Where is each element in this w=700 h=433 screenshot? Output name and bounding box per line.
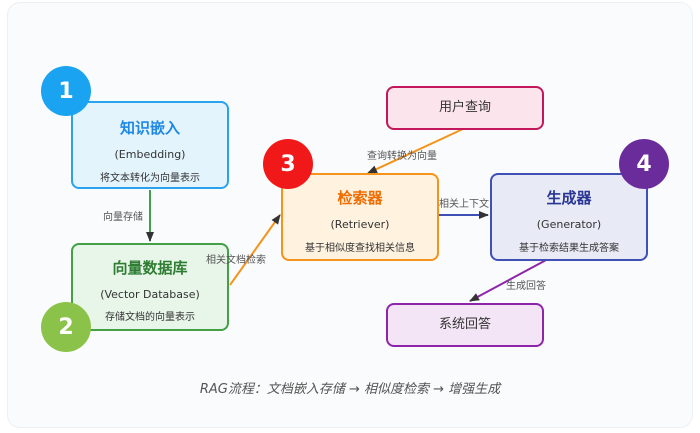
node-vector-database: 向量数据库 (Vector Database) 存储文档的向量表示 <box>71 243 229 331</box>
edge-query-to-retriever <box>367 128 464 174</box>
node-user-query: 用户查询 <box>386 86 544 130</box>
node-vectordb-subtitle: (Vector Database) <box>100 288 200 301</box>
badge-step-2: 2 <box>41 302 91 352</box>
edge-label-db-to-retriever: 相关文档检索 <box>206 255 266 266</box>
node-answer-title: 系统回答 <box>438 317 491 332</box>
node-system-answer: 系统回答 <box>386 303 544 347</box>
node-generator-title: 生成器 <box>546 189 592 207</box>
node-retriever-desc: 基于相似度查找相关信息 <box>305 243 415 254</box>
edge-generator-to-answer <box>469 258 549 302</box>
edges-layer <box>146 128 549 302</box>
node-generator-desc: 基于检索结果生成答案 <box>519 243 619 254</box>
node-retriever: 检索器 (Retriever) 基于相似度查找相关信息 <box>281 173 439 261</box>
badge-step-4: 4 <box>619 139 669 189</box>
node-generator: 生成器 (Generator) 基于检索结果生成答案 <box>490 173 648 261</box>
node-vectordb-title: 向量数据库 <box>112 259 188 277</box>
node-knowledge-desc: 将文本转化为向量表示 <box>100 173 200 184</box>
node-vectordb-desc: 存储文档的向量表示 <box>105 312 195 323</box>
badge-step-3: 3 <box>263 139 313 189</box>
node-knowledge-title: 知识嵌入 <box>119 119 180 137</box>
node-retriever-title: 检索器 <box>337 189 383 207</box>
node-retriever-subtitle: (Retriever) <box>330 218 390 231</box>
badge-step-1: 1 <box>41 66 91 116</box>
diagram-caption: RAG流程：文档嵌入存储 → 相似度检索 → 增强生成 <box>199 382 501 397</box>
node-knowledge-embedding: 知识嵌入 (Embedding) 将文本转化为向量表示 <box>71 101 229 189</box>
edge-label-generator-to-answer: 生成回答 <box>506 281 546 292</box>
edge-label-query-to-retriever: 查询转换为向量 <box>367 151 437 162</box>
edge-label-embed-to-db: 向量存储 <box>103 212 143 223</box>
diagram-canvas: 知识嵌入 (Embedding) 将文本转化为向量表示 向量数据库 (Vecto… <box>8 3 692 427</box>
edge-db-to-retriever <box>229 214 281 286</box>
edge-label-retriever-to-generator: 相关上下文 <box>439 199 489 210</box>
node-generator-subtitle: (Generator) <box>536 218 602 231</box>
node-knowledge-subtitle: (Embedding) <box>114 148 186 161</box>
node-query-title: 用户查询 <box>438 100 491 115</box>
